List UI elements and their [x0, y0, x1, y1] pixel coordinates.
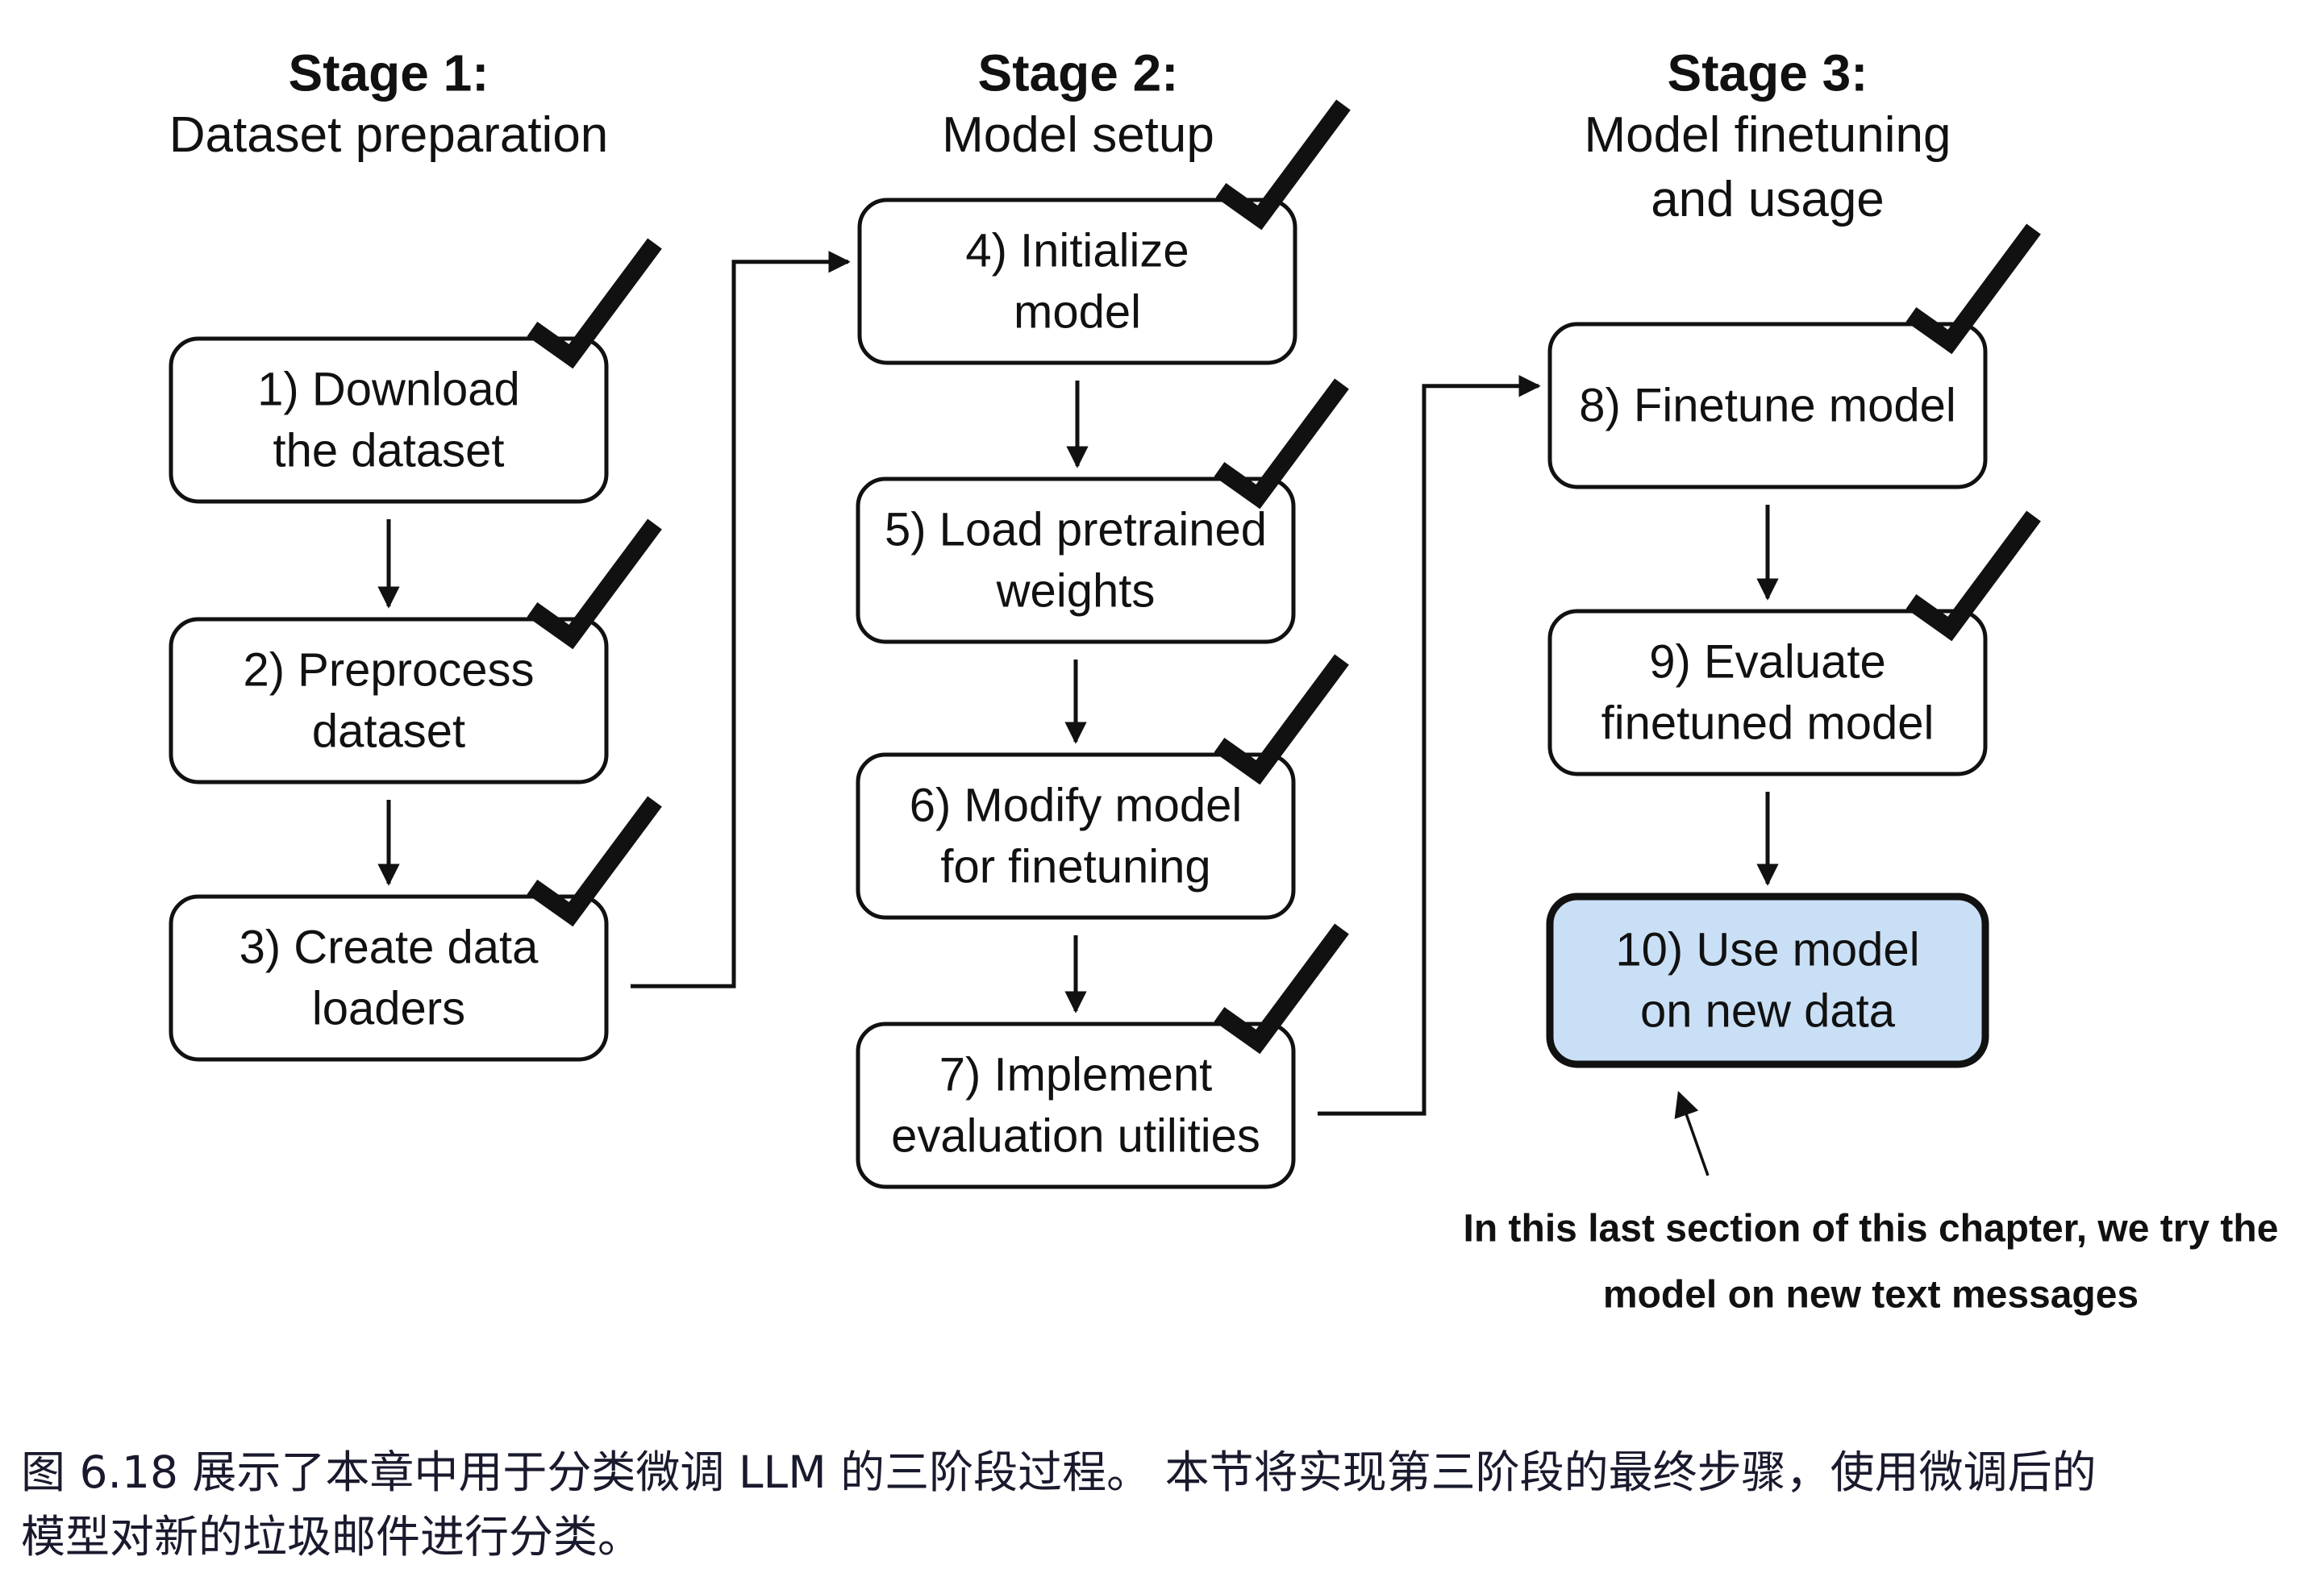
step-10-label: on new data: [1640, 985, 1896, 1038]
step-5-label: 5) Load pretrained: [885, 504, 1267, 556]
step-5-label: weights: [996, 565, 1156, 618]
step-3-frame: [169, 894, 609, 1062]
step-3-label: loaders: [312, 983, 465, 1035]
step-6-box: 6) Modify model for finetuning: [856, 752, 1296, 920]
stage-1-title: Stage 1:: [289, 44, 489, 102]
stage-3-subtitle: Model finetuning: [1585, 107, 1951, 163]
step-10-frame: [1546, 893, 1989, 1068]
check-mark-icon: [1214, 923, 1349, 1055]
step-8-frame: [1547, 322, 1988, 489]
step-4-frame: [857, 198, 1297, 365]
step-4-label: 4) Initialize: [965, 225, 1189, 277]
stage-1-heading: Stage 1:Dataset preparation: [169, 44, 609, 163]
step-6-label: for finetuning: [940, 841, 1210, 893]
check-mark-icon: [1905, 510, 2041, 642]
stage-1-subtitle: Dataset preparation: [169, 107, 609, 163]
step-9-frame: [1547, 609, 1988, 776]
arrow-icon: [1318, 375, 1541, 1116]
stage-2-title: Stage 2:: [978, 44, 1179, 102]
step-3-box: 3) Create data loaders: [169, 894, 609, 1062]
check-mark-icon: [527, 796, 662, 927]
step-8-label: 8) Finetune model: [1579, 380, 1955, 432]
step-5-frame: [856, 477, 1296, 644]
step-4-label: model: [1014, 286, 1141, 339]
step-9-label: 9) Evaluate: [1649, 636, 1885, 689]
stage-2-heading: Stage 2:Model setup: [942, 44, 1214, 163]
caption-line-1: 图 6.18 展示了本章中用于分类微调 LLM 的三阶段过程。 本节将实现第三阶…: [21, 1446, 2097, 1498]
step-4-box: 4) Initialize model: [857, 198, 1297, 365]
check-mark-icon: [1214, 654, 1349, 785]
check-mark-icon: [1905, 223, 2041, 355]
check-mark-icon: [527, 518, 662, 650]
check-mark-icon: [1214, 378, 1349, 510]
step-2-frame: [169, 617, 609, 784]
step-3-label: 3) Create data: [239, 922, 539, 974]
stage-3-title: Stage 3:: [1668, 44, 1868, 102]
step-1-label: the dataset: [273, 425, 505, 477]
step-1-label: 1) Download: [257, 364, 520, 416]
step-2-label: 2) Preprocess: [243, 644, 534, 697]
check-mark-icon: [1215, 99, 1351, 231]
step-6-label: 6) Modify model: [910, 780, 1243, 832]
arrow-icon: [631, 251, 851, 988]
step-7-box: 7) Implement evaluation utilities: [856, 1022, 1296, 1189]
stage-2-subtitle: Model setup: [942, 107, 1214, 163]
step-2-box: 2) Preprocess dataset: [169, 617, 609, 784]
step-6-frame: [856, 752, 1296, 920]
annotation-line: In this last section of this chapter, we…: [1464, 1208, 2279, 1251]
step-7-frame: [856, 1022, 1296, 1189]
stage-3-heading: Stage 3:Model finetuning and usage: [1585, 44, 1951, 227]
step-5-box: 5) Load pretrained weights: [856, 477, 1296, 644]
annotation-note: In this last section of this chapter, we…: [1464, 1208, 2279, 1317]
step-8-box: 8) Finetune model: [1547, 322, 1988, 489]
step-7-label: 7) Implement: [939, 1049, 1212, 1101]
step-10-label: 10) Use model: [1615, 924, 1919, 976]
caption-line-2: 模型对新的垃圾邮件进行分类。: [21, 1511, 643, 1563]
step-7-label: evaluation utilities: [891, 1110, 1260, 1163]
step-1-box: 1) Download the dataset: [169, 336, 609, 504]
step-1-frame: [169, 336, 609, 504]
check-mark-icon: [527, 238, 662, 369]
annotation-line: model on new text messages: [1603, 1274, 2139, 1317]
arrow-icon: [1674, 1091, 1710, 1176]
step-2-label: dataset: [312, 705, 465, 758]
step-10-box: 10) Use model on new data: [1546, 893, 1989, 1068]
step-9-label: finetuned model: [1601, 697, 1935, 750]
figure-caption: 图 6.18 展示了本章中用于分类微调 LLM 的三阶段过程。 本节将实现第三阶…: [21, 1440, 2303, 1569]
stage-3-subtitle: and usage: [1651, 172, 1885, 227]
step-9-box: 9) Evaluate finetuned model: [1547, 609, 1988, 776]
